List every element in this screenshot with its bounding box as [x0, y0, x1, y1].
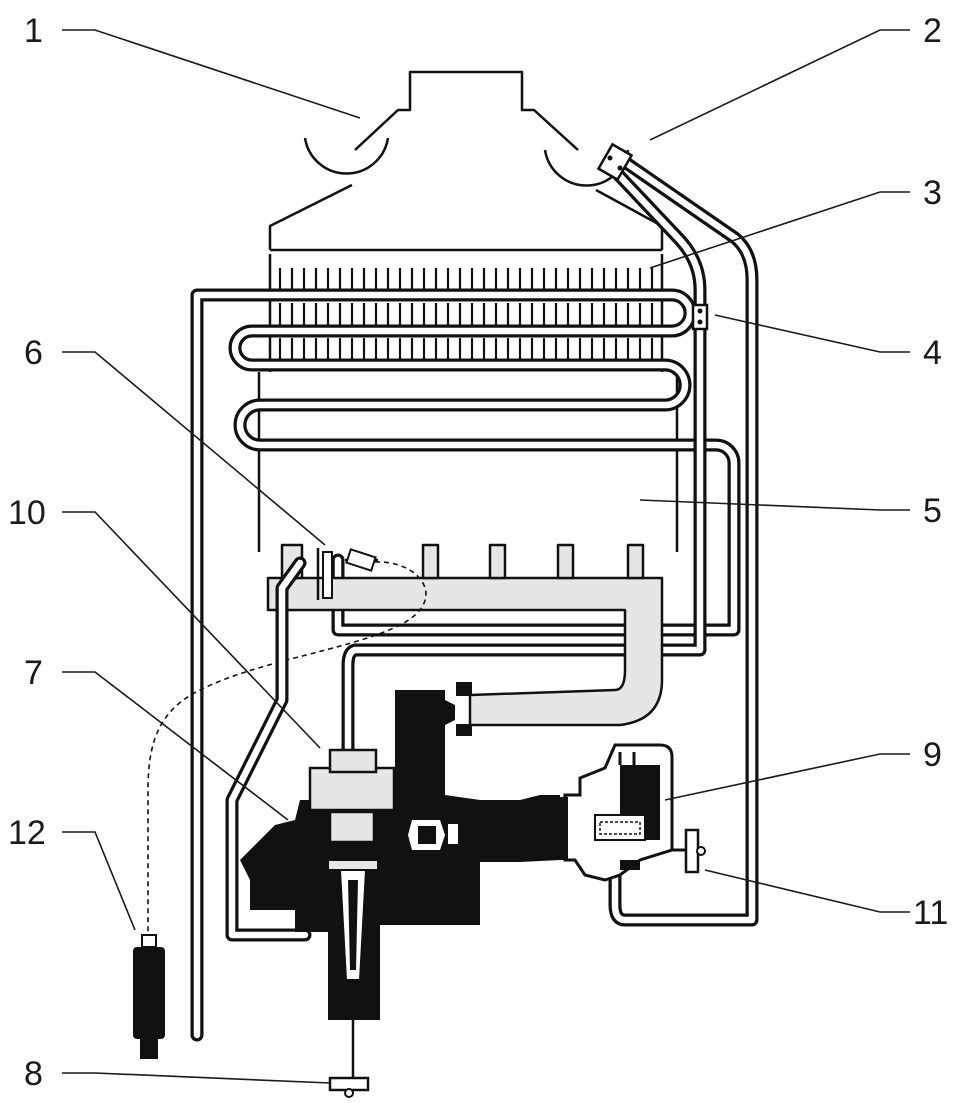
return-pipe: [608, 153, 759, 927]
gas-valve: [240, 682, 560, 1098]
callout-labels: 1 2 3 4 5 6 10 7 9 12 11 8: [8, 12, 948, 1093]
fins-row-middle: [278, 303, 654, 325]
callout-4: 4: [923, 334, 942, 372]
heat-exchanger: [268, 254, 664, 372]
leader-lines: [62, 29, 910, 1084]
pilot-tube: [225, 556, 312, 942]
callout-5: 5: [923, 492, 942, 530]
callout-2: 2: [923, 12, 942, 50]
coil-sensor-clip: [691, 303, 709, 331]
callout-3: 3: [923, 174, 942, 212]
callout-12: 12: [8, 814, 46, 852]
water-coil: [190, 288, 741, 1042]
callout-11: 11: [913, 894, 948, 932]
burner: [266, 543, 664, 727]
callout-7: 7: [24, 654, 43, 692]
callout-1: 1: [24, 12, 43, 50]
overheat-sensor-clip: [596, 142, 634, 182]
callout-8: 8: [24, 1055, 43, 1093]
callout-6: 6: [24, 334, 43, 372]
fins-row-upper: [278, 268, 654, 290]
callout-10: 10: [8, 494, 46, 532]
ignition-lead: [147, 561, 427, 935]
spark-generator: [133, 934, 165, 1059]
draught-diverter: [268, 70, 664, 252]
fins-row-lower: [278, 338, 654, 360]
callout-9: 9: [923, 736, 942, 774]
outlet-pipe: [341, 161, 707, 757]
water-valve: [520, 743, 706, 882]
